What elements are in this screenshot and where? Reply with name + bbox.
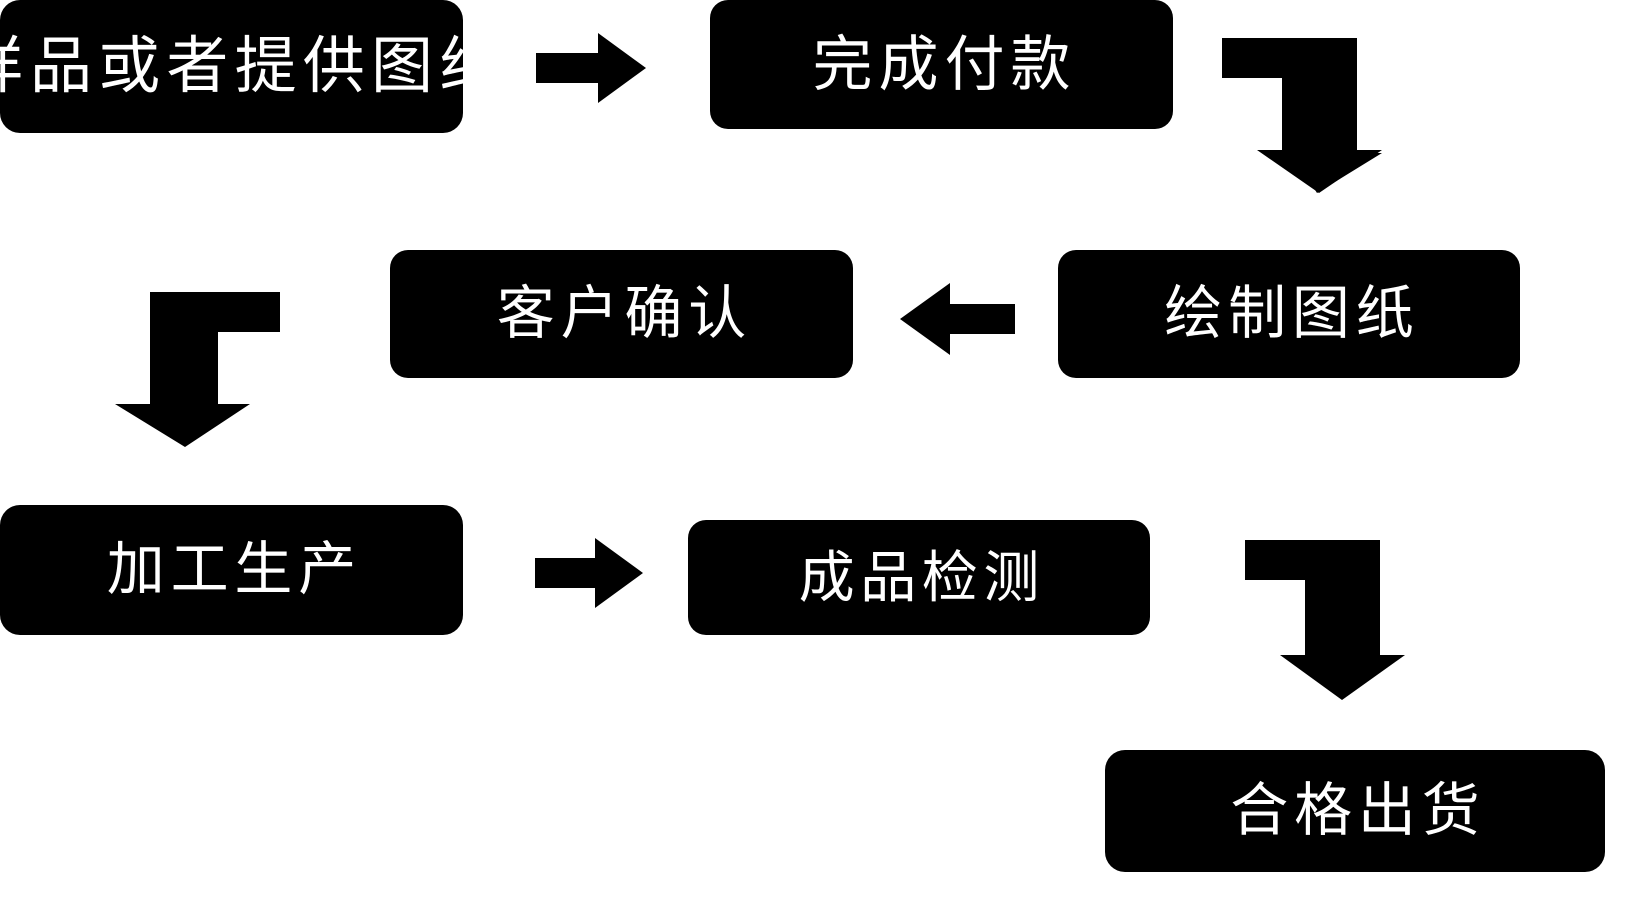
flow-node-label: 成品检测 xyxy=(798,545,1045,609)
flow-node-label: 客户确认 xyxy=(496,281,752,346)
elbow-arrow-down-icon xyxy=(1245,540,1405,700)
arrow-right-icon xyxy=(535,538,643,608)
flow-node-shipping[interactable]: 合格出货 xyxy=(1105,750,1605,872)
flow-node-production[interactable]: 加工生产 xyxy=(0,505,463,635)
flow-node-inspection[interactable]: 成品检测 xyxy=(688,520,1150,635)
flow-node-label: 加工生产 xyxy=(106,537,362,602)
elbow-arrow-down-icon xyxy=(1222,38,1382,193)
flow-node-confirm[interactable]: 客户确认 xyxy=(390,250,853,378)
arrow-left-icon xyxy=(900,283,1015,355)
flow-node-sample[interactable]: 样品或者提供图纸 xyxy=(0,0,501,133)
flow-node-label: 完成付款 xyxy=(812,30,1077,98)
flow-node-label: 合格出货 xyxy=(1230,778,1486,843)
flow-node-payment[interactable]: 完成付款 xyxy=(710,0,1173,129)
flow-node-label: 绘制图纸 xyxy=(1164,281,1420,346)
arrow-right-icon xyxy=(536,33,646,103)
elbow-arrow-down-icon xyxy=(115,292,280,447)
flow-node-label: 样品或者提供图纸 xyxy=(0,31,508,101)
flow-node-drawing[interactable]: 绘制图纸 xyxy=(1058,250,1520,378)
